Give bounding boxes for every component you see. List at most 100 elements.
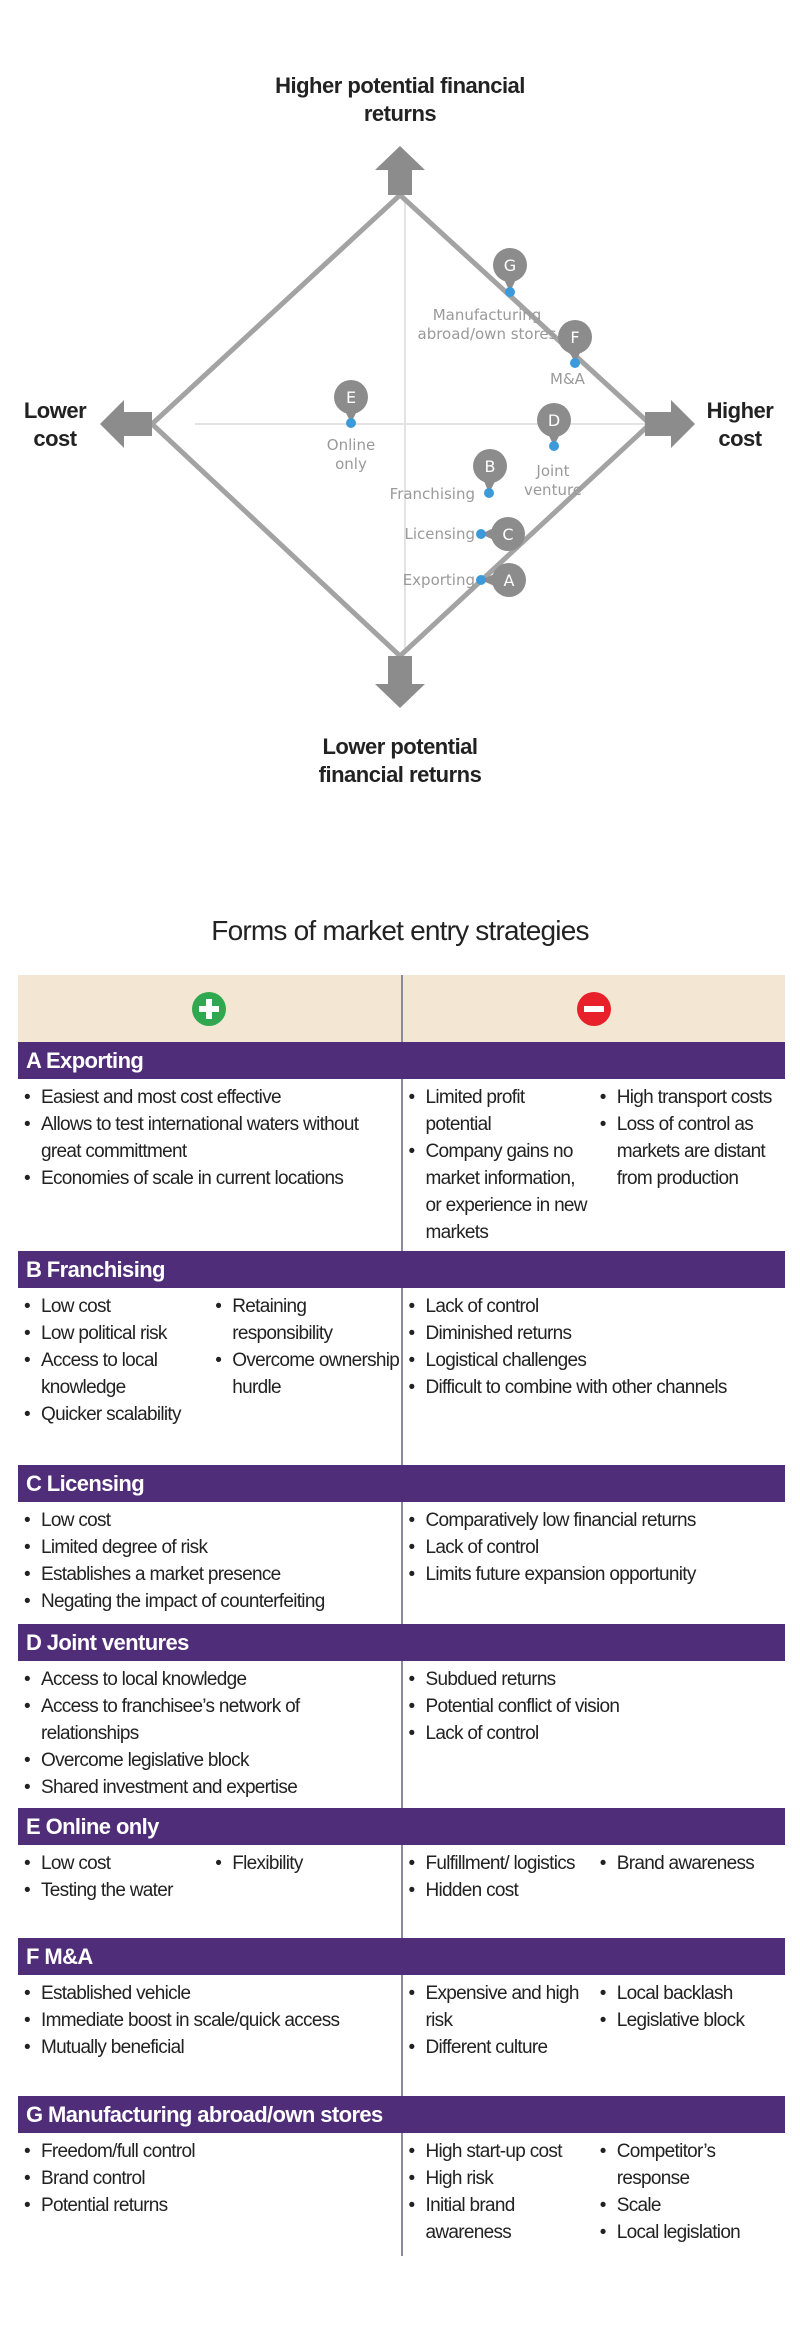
cons-item: Initial brand awareness	[409, 2192, 594, 2246]
marker-a: A	[476, 563, 526, 597]
section-a: A ExportingEasiest and most cost effecti…	[18, 1042, 785, 1251]
section-body: Access to local knowledgeAccess to franc…	[18, 1661, 785, 1808]
cons-item: High risk	[409, 2165, 594, 2192]
cons-item: Competitor’s response	[600, 2138, 785, 2192]
marker-letter: F	[570, 328, 579, 347]
cons-list: Brand awareness	[594, 1850, 785, 1938]
pros-item: Negating the impact of counterfeiting	[24, 1588, 401, 1615]
marker-letter: A	[504, 571, 515, 590]
cons-list: Comparatively low financial returnsLack …	[403, 1507, 786, 1624]
arrow-left-icon	[100, 400, 152, 448]
arrow-right-icon	[645, 400, 695, 448]
table-title: Forms of market entry strategies	[211, 915, 589, 946]
marker-e: E	[334, 380, 368, 428]
cons-item: Comparatively low financial returns	[409, 1507, 786, 1534]
cons-list: Local backlashLegislative block	[594, 1980, 785, 2096]
pros-item: Low cost	[24, 1507, 401, 1534]
cons-item: Difficult to combine with other channels	[409, 1374, 786, 1401]
pros-item: Overcome ownership hurdle	[215, 1347, 400, 1401]
cons-header	[403, 975, 786, 1042]
pros-cell: Access to local knowledgeAccess to franc…	[18, 1661, 403, 1808]
point-label-online: Online only	[326, 436, 376, 473]
axis-label-right: Higher cost	[706, 398, 774, 451]
cons-item: Local legislation	[600, 2219, 785, 2246]
marker-f: F	[558, 320, 592, 368]
section-body: Low costLimited degree of riskEstablishe…	[18, 1502, 785, 1624]
marker-letter: B	[485, 457, 496, 476]
cons-list: Competitor’s responseScaleLocal legislat…	[594, 2138, 785, 2256]
pros-item: Access to local knowledge	[24, 1666, 401, 1693]
cons-item: Limits future expansion opportunity	[409, 1561, 786, 1588]
pros-list: Low costLow political riskAccess to loca…	[18, 1293, 209, 1465]
axis-label-bottom: Lower potential financial returns	[318, 734, 482, 787]
pros-item: Access to franchisee’s network of relati…	[24, 1693, 401, 1747]
marker-letter: E	[346, 388, 356, 407]
marker-c: C	[476, 517, 525, 551]
cons-item: Lack of control	[409, 1534, 786, 1561]
cons-item: Legislative block	[600, 2007, 785, 2034]
section-title: A Exporting	[18, 1042, 785, 1079]
cons-cell: Fulfillment/ logisticsHidden costBrand a…	[403, 1845, 786, 1938]
pros-cell: Freedom/full controlBrand controlPotenti…	[18, 2133, 403, 2256]
cons-item: Potential conflict of vision	[409, 1693, 786, 1720]
cons-item: Hidden cost	[409, 1877, 594, 1904]
marker-dot	[505, 287, 515, 297]
pros-item: Mutually beneficial	[24, 2034, 401, 2061]
marker-b: B	[473, 449, 507, 498]
point-label-licensing: Licensing	[404, 525, 475, 543]
marker-g: G	[493, 248, 527, 297]
point-label-exporting: Exporting	[402, 571, 475, 589]
section-f: F M&AEstablished vehicleImmediate boost …	[18, 1938, 785, 2096]
pros-item: Access to local knowledge	[24, 1347, 209, 1401]
section-body: Established vehicleImmediate boost in sc…	[18, 1975, 785, 2096]
cons-list: Fulfillment/ logisticsHidden cost	[403, 1850, 594, 1938]
point-label-ma: M&A	[550, 370, 585, 388]
minus-icon	[576, 991, 611, 1026]
section-title: B Franchising	[18, 1251, 785, 1288]
pros-item: Established vehicle	[24, 1980, 401, 2007]
marker-letter: D	[548, 411, 560, 430]
axis-label-left: Lower cost	[23, 398, 87, 451]
pros-cell: Easiest and most cost effectiveAllows to…	[18, 1079, 403, 1251]
cons-list: Subdued returnsPotential conflict of vis…	[403, 1666, 786, 1808]
section-title: C Licensing	[18, 1465, 785, 1502]
pros-list: Retaining responsibilityOvercome ownersh…	[209, 1293, 400, 1465]
cons-list: Lack of controlDiminished returnsLogisti…	[403, 1293, 786, 1465]
cons-item: Brand awareness	[600, 1850, 785, 1877]
marker-dot	[476, 529, 486, 539]
marker-dot	[570, 358, 580, 368]
pros-item: Immediate boost in scale/quick access	[24, 2007, 401, 2034]
pros-cell: Established vehicleImmediate boost in sc…	[18, 1975, 403, 2096]
cons-cell: Expensive and high riskDifferent culture…	[403, 1975, 786, 2096]
cons-cell: Comparatively low financial returnsLack …	[403, 1502, 786, 1624]
axis-label-top: Higher potential financial returns	[275, 73, 525, 126]
arrow-down-icon	[375, 656, 425, 708]
cons-item: High start-up cost	[409, 2138, 594, 2165]
cons-cell: Lack of controlDiminished returnsLogisti…	[403, 1288, 786, 1465]
pros-item: Quicker scalability	[24, 1401, 209, 1428]
section-body: Low costTesting the waterFlexibilityFulf…	[18, 1845, 785, 1938]
point-label-manufacturing: Manufacturing abroad/own stores	[417, 306, 557, 343]
pros-item: Low political risk	[24, 1320, 209, 1347]
cons-item: Logistical challenges	[409, 1347, 786, 1374]
section-body: Freedom/full controlBrand controlPotenti…	[18, 2133, 785, 2256]
pros-item: Flexibility	[215, 1850, 400, 1877]
cons-list: High transport costsLoss of control as m…	[594, 1084, 785, 1251]
strategies-table: A ExportingEasiest and most cost effecti…	[18, 975, 785, 2256]
marker-d: D	[537, 403, 571, 451]
marker-dot	[549, 441, 559, 451]
section-e: E Online onlyLow costTesting the waterFl…	[18, 1808, 785, 1938]
cons-item: High transport costs	[600, 1084, 785, 1111]
point-label-franchising: Franchising	[389, 485, 475, 503]
section-title: G Manufacturing abroad/own stores	[18, 2096, 785, 2133]
cons-list: Expensive and high riskDifferent culture	[403, 1980, 594, 2096]
marker-dot	[346, 418, 356, 428]
cons-item: Expensive and high risk	[409, 1980, 594, 2034]
diagram-graphic: G F E D B C A	[100, 146, 695, 708]
pros-header	[18, 975, 403, 1042]
cons-item: Loss of control as markets are distant f…	[600, 1111, 785, 1192]
cons-item: Diminished returns	[409, 1320, 786, 1347]
section-b: B FranchisingLow costLow political riskA…	[18, 1251, 785, 1465]
cons-cell: Subdued returnsPotential conflict of vis…	[403, 1661, 786, 1808]
